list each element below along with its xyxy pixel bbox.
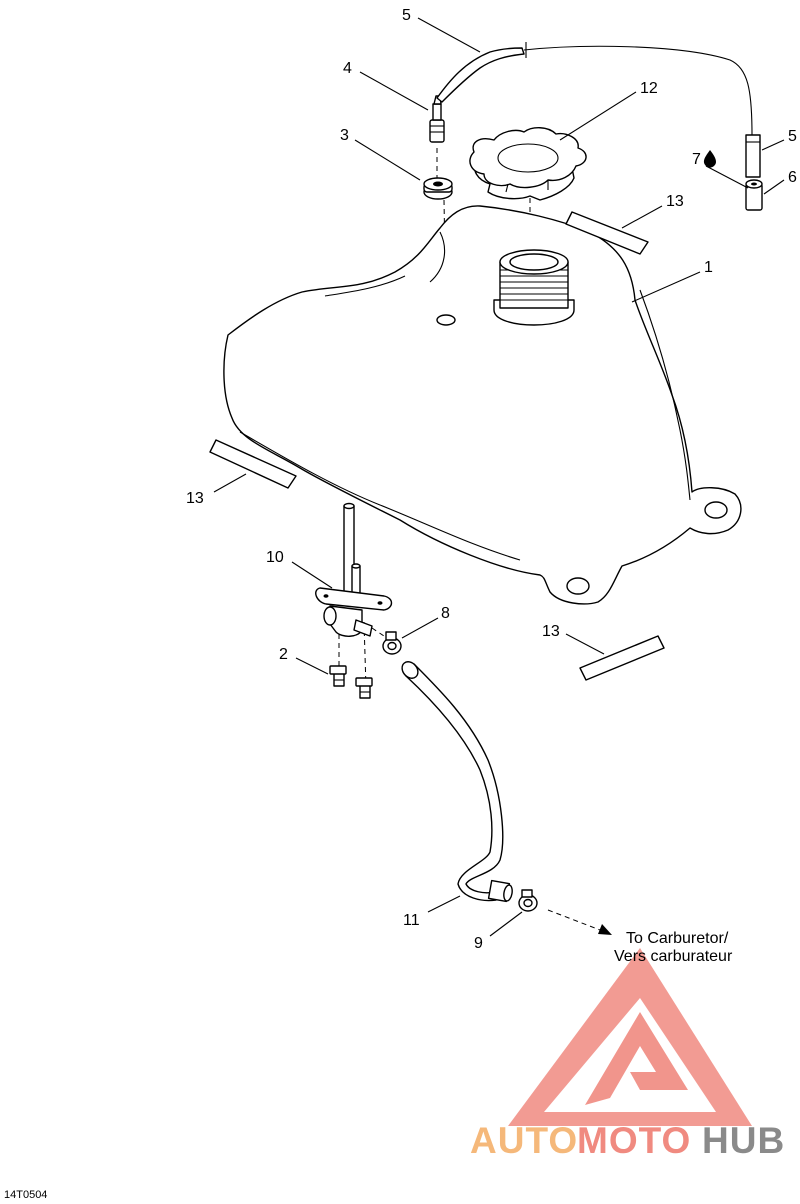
filler-neck xyxy=(493,249,575,326)
watermark-text-auto: AUTO xyxy=(470,1120,578,1161)
screws xyxy=(329,665,373,699)
tank-rib-right xyxy=(639,289,691,501)
hose-clamp-lower xyxy=(518,889,538,912)
tank-vent-hole xyxy=(436,314,456,326)
carburetor-arrow xyxy=(547,909,612,935)
callout-7: 7 xyxy=(692,151,701,168)
tank-mount-hole-bottom xyxy=(566,577,590,595)
fuel-cap xyxy=(469,127,587,201)
callout-11: 11 xyxy=(403,912,420,929)
heat-pad-upper xyxy=(565,211,649,255)
vent-hose-route xyxy=(523,45,753,136)
figure-code: 14T0504 xyxy=(4,1189,47,1201)
callout-9: 9 xyxy=(474,935,483,952)
callout-12: 12 xyxy=(640,80,658,97)
callout-5-right: 5 xyxy=(788,128,797,145)
leader-lines xyxy=(213,17,785,937)
tank-rib-front xyxy=(239,431,521,561)
note-line-2: Vers carburateur xyxy=(614,948,733,965)
callout-numbers: 5 4 3 12 5 6 7 13 1 13 10 8 13 2 11 9 xyxy=(186,7,797,952)
tank-rib-top xyxy=(324,275,406,297)
callout-1: 1 xyxy=(704,259,713,276)
callout-3: 3 xyxy=(340,127,349,144)
tank-mount-hole-right xyxy=(704,501,728,519)
heat-pad-lower xyxy=(579,635,665,681)
watermark-text-moto: MOTO xyxy=(577,1120,691,1161)
callout-13-top: 13 xyxy=(666,193,684,210)
callout-8: 8 xyxy=(441,605,450,622)
watermark-g-mark xyxy=(585,1012,688,1105)
watermark-text-hub: HUB xyxy=(702,1120,785,1161)
watermark-logo xyxy=(508,948,752,1126)
fuel-valve xyxy=(315,502,393,637)
callout-13-bottom: 13 xyxy=(542,623,560,640)
cap-center xyxy=(497,143,559,173)
valve-flange xyxy=(315,587,393,611)
hose-clamp-upper xyxy=(382,631,402,655)
heat-pad-left xyxy=(209,439,297,489)
fuel-tank xyxy=(223,205,742,605)
watermark-wordmark: AUTO MOTO HUB xyxy=(470,1120,785,1161)
callout-5-top: 5 xyxy=(402,7,411,24)
destination-note: To Carburetor/ Vers carburateur xyxy=(614,930,733,965)
callout-4: 4 xyxy=(343,60,352,77)
fuel-line xyxy=(401,661,513,903)
vent-fitting xyxy=(429,95,445,143)
cap-top xyxy=(469,127,587,189)
callout-10: 10 xyxy=(266,549,284,566)
tank-body xyxy=(223,205,742,605)
callout-2: 2 xyxy=(279,646,288,663)
heat-pads xyxy=(209,211,665,681)
check-valve xyxy=(745,179,763,211)
flow-direction-drop-icon xyxy=(703,150,716,168)
note-line-1: To Carburetor/ xyxy=(626,930,729,947)
tank-rib-side xyxy=(429,231,446,283)
vent-hose xyxy=(436,42,761,178)
grommet xyxy=(423,177,453,200)
valve-knob xyxy=(323,606,337,626)
callout-6: 6 xyxy=(788,169,797,186)
valve-outlet xyxy=(353,619,373,637)
callout-13-left: 13 xyxy=(186,490,204,507)
vent-hose-end xyxy=(745,134,761,178)
